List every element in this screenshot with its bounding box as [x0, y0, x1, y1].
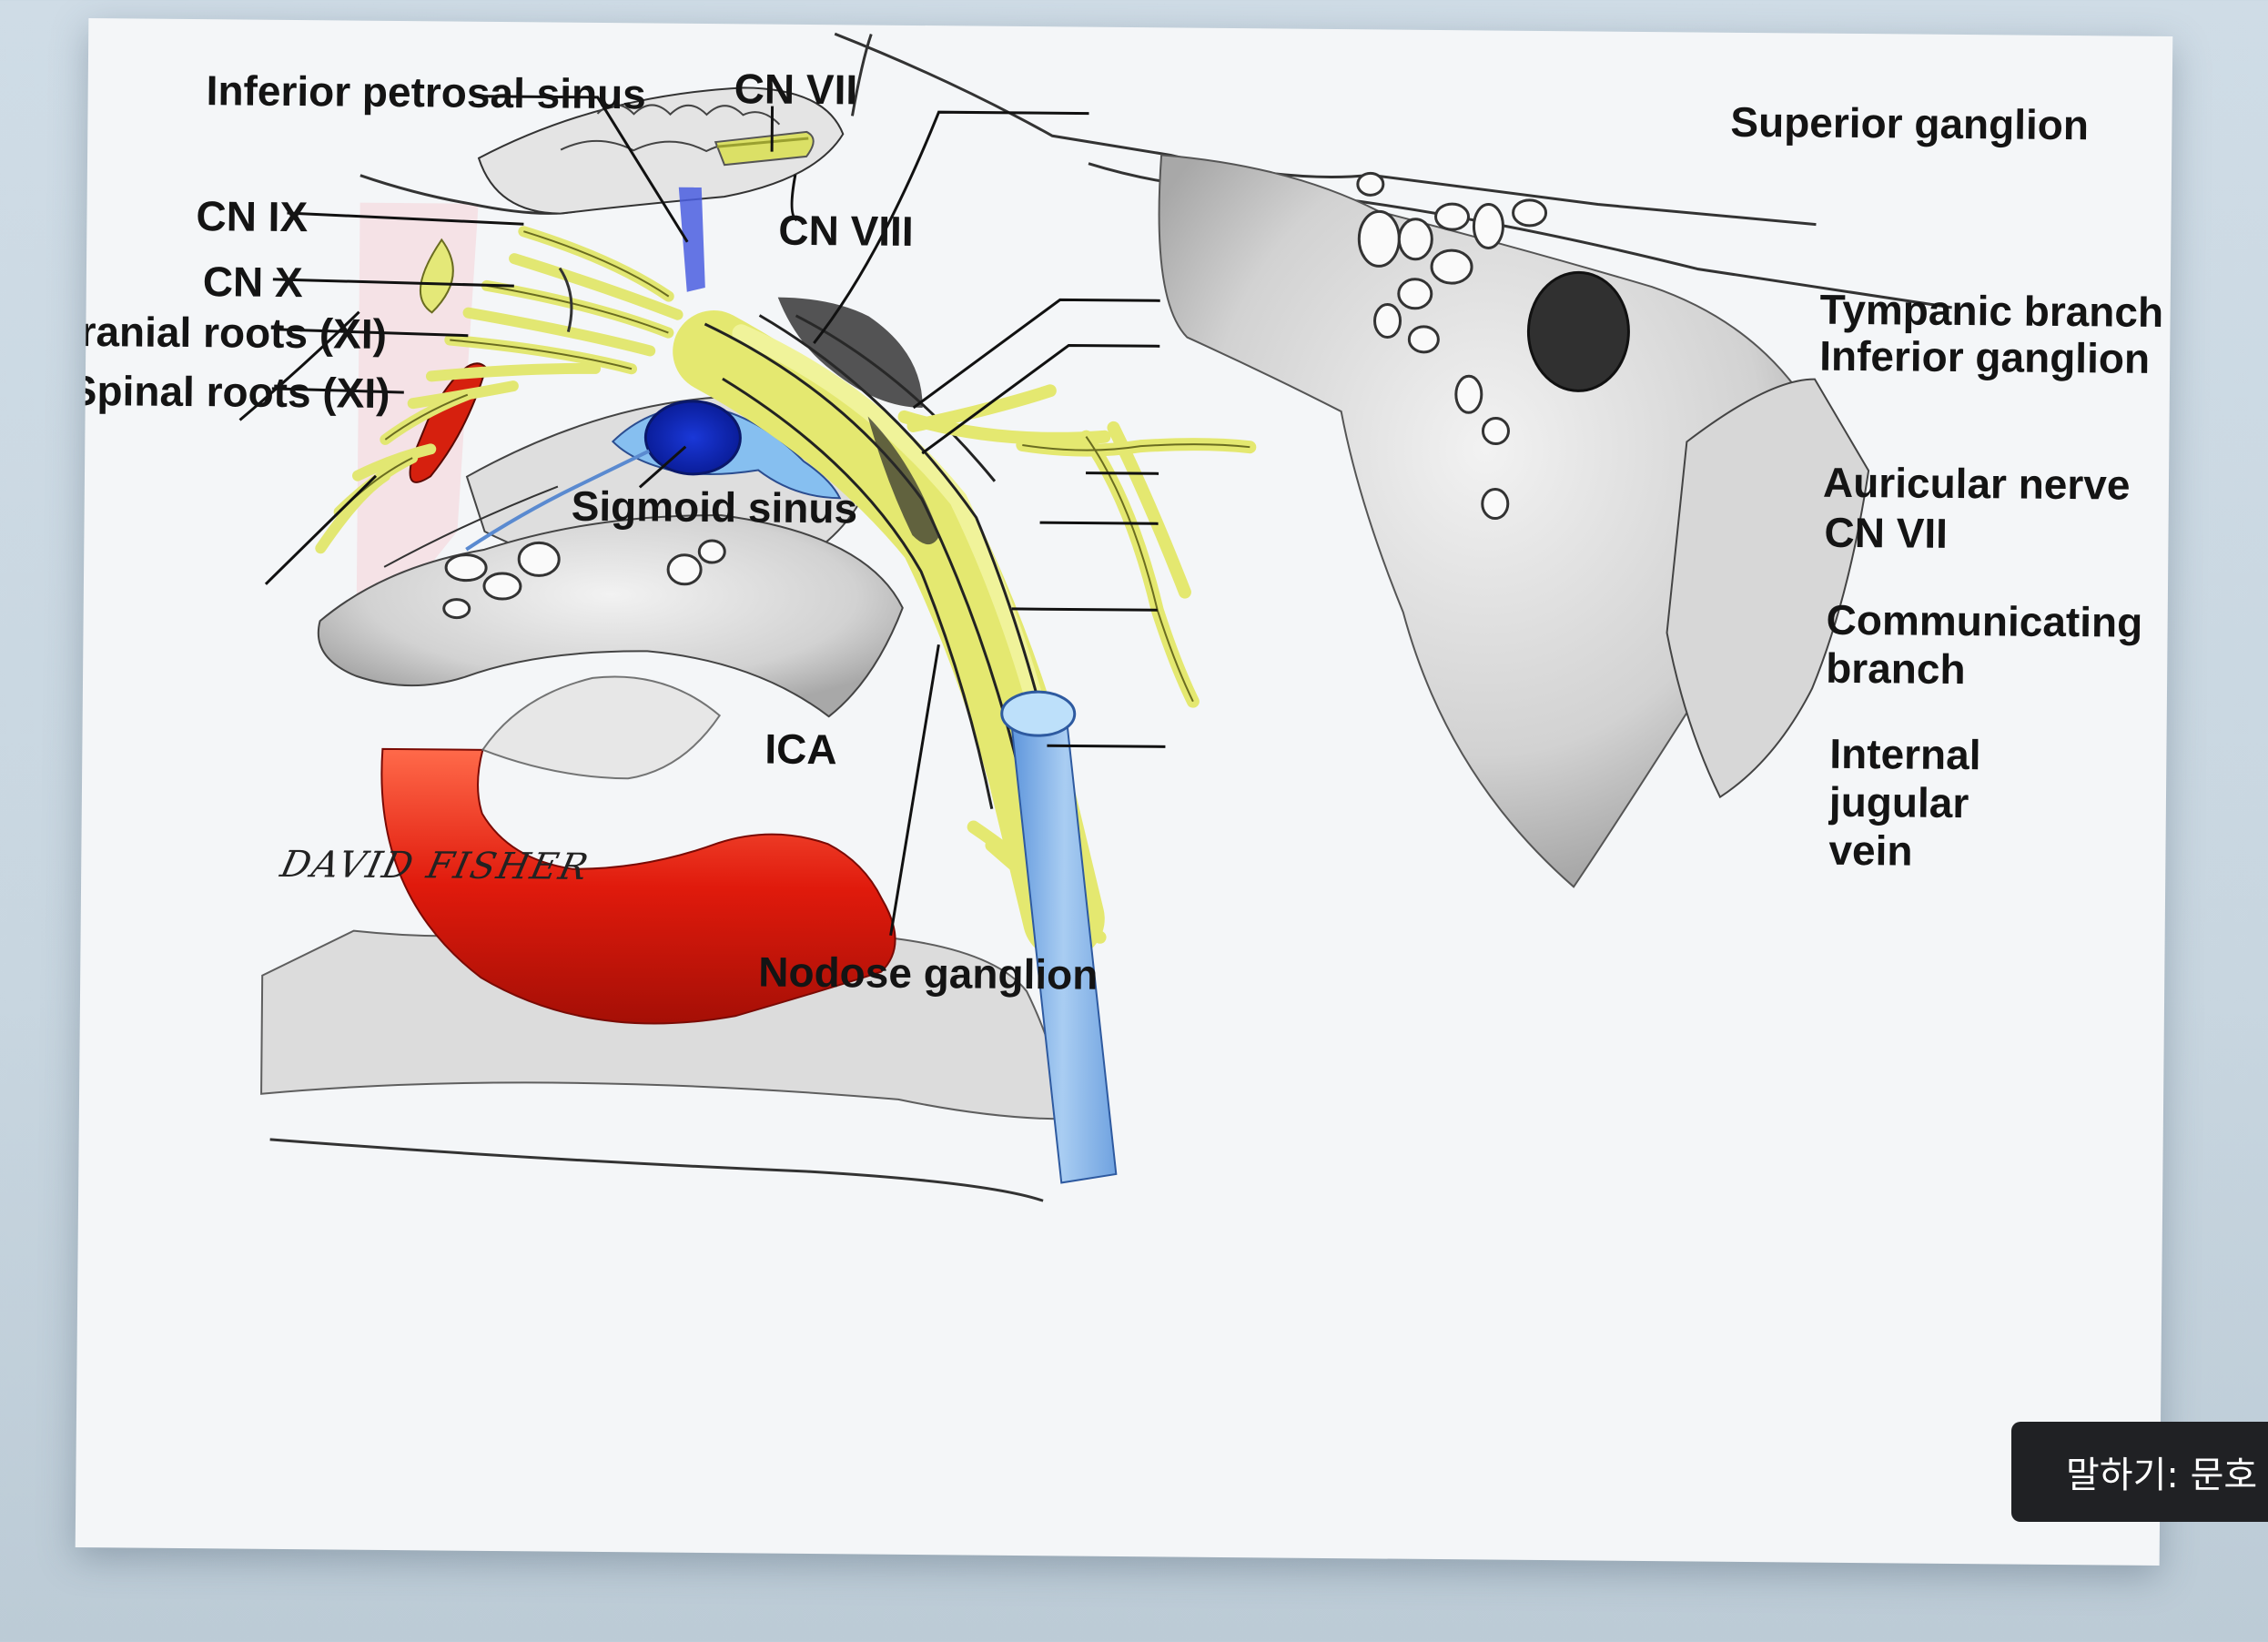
label-inferior-ganglion: Inferior ganglion	[1818, 331, 2151, 382]
ica-vessel	[380, 747, 896, 1025]
anatomy-illustration	[238, 32, 1952, 1202]
label-auricular-nerve: Auricular nerve	[1822, 458, 2131, 509]
speaking-caption-toast: 말하기: 문호	[2011, 1422, 2268, 1522]
label-cn-vii-right: CN VII	[1824, 508, 1949, 557]
label-internal-jugular-vein: Internal jugular vein	[1828, 729, 1981, 875]
inferior-petrosal-sinus-vessel	[678, 187, 705, 292]
label-cranial-roots: Cranial roots (XI)	[75, 307, 388, 358]
mastoid-process	[1666, 378, 1870, 799]
label-superior-ganglion: Superior ganglion	[1730, 97, 2090, 149]
label-cn-ix: CN IX	[196, 192, 309, 241]
artist-signature: DAVID FISHER	[277, 843, 593, 888]
label-tympanic-branch: Tympanic branch	[1819, 285, 2164, 336]
slide: Inferior petrosal sinus CN VII Superior …	[75, 18, 2173, 1566]
label-cn-vii-top: CN VII	[734, 65, 858, 114]
cerebellum-folds	[477, 86, 845, 215]
label-nodose-ganglion: Nodose ganglion	[758, 948, 1099, 998]
tissue-shading	[356, 202, 479, 658]
label-ica: ICA	[764, 725, 837, 774]
mastoid-air-cells	[1356, 171, 1548, 521]
cochlear-canal	[1526, 270, 1630, 392]
label-cn-x: CN X	[202, 258, 303, 307]
label-cn-viii: CN VIII	[778, 206, 914, 255]
label-communicating-branch: Communicating branch	[1825, 595, 2143, 693]
sigmoid-sinus-lumen	[643, 400, 742, 476]
bone-pits	[442, 539, 726, 620]
label-sigmoid-sinus: Sigmoid sinus	[571, 481, 858, 532]
label-spinal-roots: Spinal roots (XI)	[75, 366, 390, 417]
leader-lines	[238, 95, 1166, 937]
petrous-bone	[1158, 154, 1816, 888]
label-inferior-petrosal-sinus: Inferior petrosal sinus	[206, 66, 647, 118]
